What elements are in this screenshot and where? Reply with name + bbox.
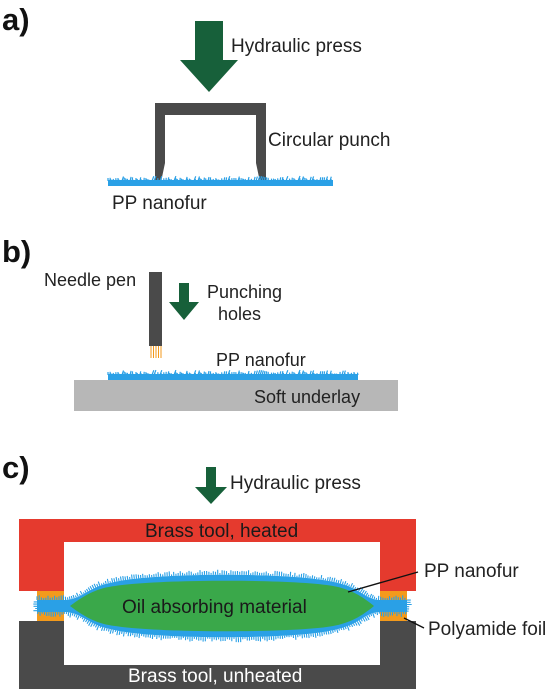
needle-pen (149, 272, 162, 358)
polyamide-foil (37, 591, 407, 621)
nanofur-callout-line (347, 571, 419, 593)
nanofur-label-a: PP nanofur (112, 193, 207, 214)
soft-underlay (74, 380, 398, 411)
foil-label: Polyamide foil (428, 619, 546, 640)
punch-label-b1: Punching (207, 282, 282, 302)
underlay-label: Soft underlay (254, 387, 360, 407)
nanofur-label-c: PP nanofur (424, 561, 519, 582)
nanofur-label-b: PP nanofur (216, 350, 306, 370)
punch-arrow-b (169, 283, 199, 320)
material-label: Oil absorbing material (122, 597, 307, 618)
press-arrow-a (180, 21, 238, 92)
panel-c-tag: c) (2, 450, 30, 485)
top-tool-label: Brass tool, heated (145, 521, 298, 542)
panel-a-tag: a) (2, 2, 30, 37)
circular-punch (155, 103, 266, 182)
punch-label-a: Circular punch (268, 130, 391, 151)
panel-b-tag: b) (2, 234, 31, 269)
nanofur-b (107, 369, 359, 380)
brass-tool-heated (19, 519, 416, 591)
press-label-c: Hydraulic press (230, 473, 361, 494)
press-arrow-c (195, 467, 227, 504)
punch-label-b2: holes (218, 304, 261, 324)
brass-tool-unheated (19, 621, 416, 689)
bottom-tool-label: Brass tool, unheated (128, 666, 302, 687)
nanofur-a (107, 175, 333, 186)
needle-label: Needle pen (44, 270, 136, 290)
oil-absorbing-material (70, 580, 374, 632)
foil-callout-line (403, 617, 425, 629)
press-label-a: Hydraulic press (231, 36, 362, 57)
